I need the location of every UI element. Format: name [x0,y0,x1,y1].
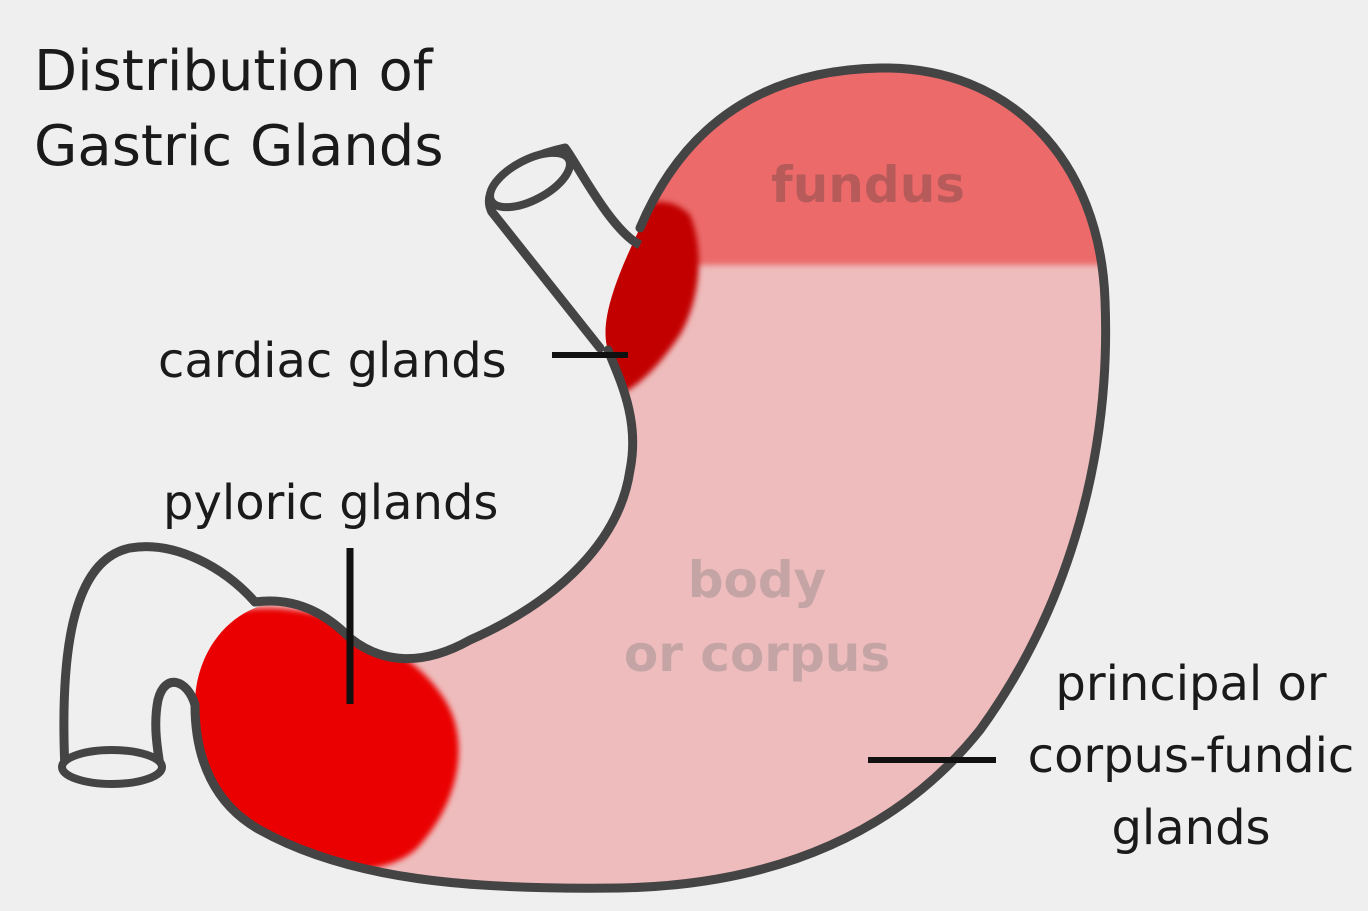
title-line-1: Distribution of [34,39,434,104]
title-line-2: Gastric Glands [34,114,444,179]
body-label-line-2: or corpus [624,625,890,683]
principal-glands-label-line-2: corpus-fundic [1028,728,1355,784]
cardiac-glands-label: cardiac glands [158,333,507,389]
pyloric-glands-label: pyloric glands [163,475,498,531]
body-label-line-1: body [688,551,827,609]
duodenum-opening [62,750,162,784]
principal-glands-label-line-3: glands [1111,800,1270,856]
principal-glands-label-line-1: principal or [1055,656,1327,712]
fundus-label: fundus [771,156,965,214]
